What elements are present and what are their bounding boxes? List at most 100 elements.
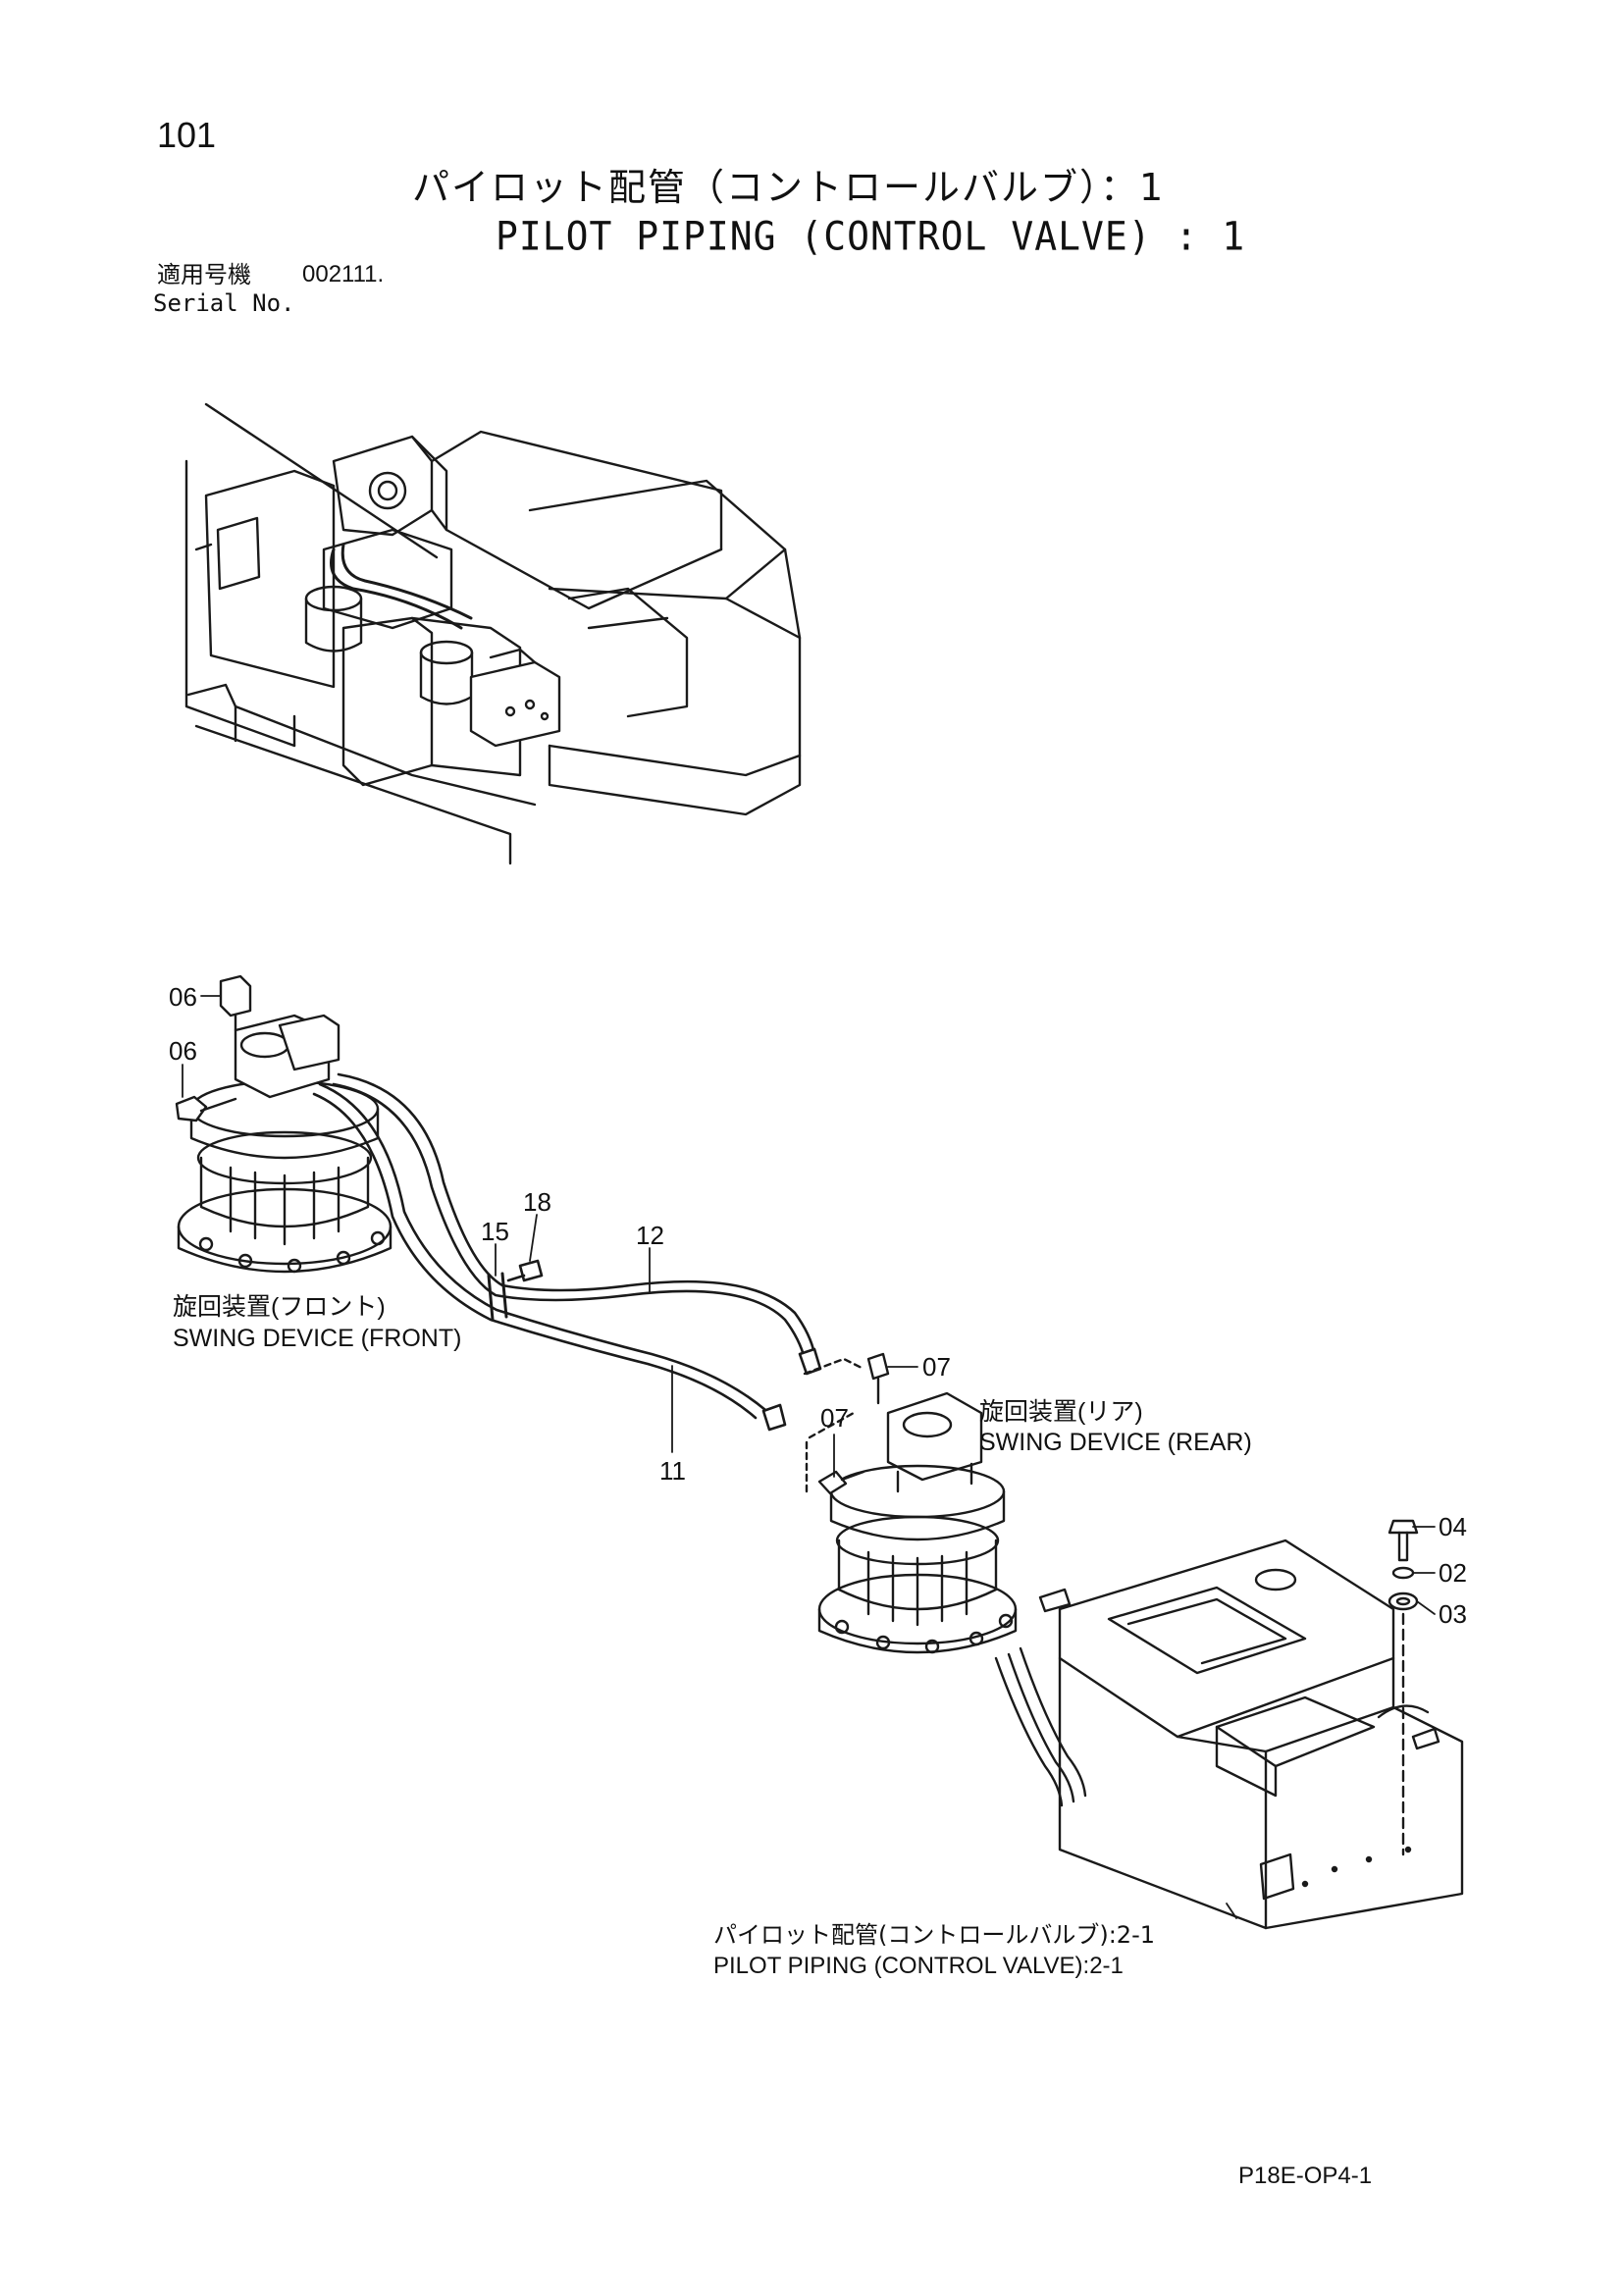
reference-caption-en: PILOT PIPING (CONTROL VALVE):2-1 <box>713 1953 1124 1979</box>
cover-bracket <box>1259 1852 1295 1901</box>
swing-device-front-label-jp: 旋回装置(フロント) <box>173 1293 386 1321</box>
cover-top <box>1058 1539 1395 1739</box>
bolt-04-shank <box>1397 1531 1409 1562</box>
callout-03: 03 <box>1439 1599 1467 1629</box>
cab-box <box>204 469 336 689</box>
front-valve-block <box>278 1014 340 1071</box>
connection-dashed-3 <box>808 1411 856 1439</box>
fitting-06-left <box>175 1095 208 1122</box>
front-base-edge <box>177 1225 393 1274</box>
callout-15: 15 <box>481 1217 509 1246</box>
callout-12: 12 <box>636 1221 664 1250</box>
swing-device-front-label-en: SWING DEVICE (FRONT) <box>173 1325 462 1352</box>
cover-dot-2 <box>1331 1865 1338 1873</box>
cover-side-wall <box>1264 1705 1464 1930</box>
counterweight-top <box>528 479 787 600</box>
rear-bolt-5 <box>998 1613 1014 1629</box>
page-code: P18E-OP4-1 <box>1238 2163 1373 2189</box>
hose-12-a <box>332 1082 807 1361</box>
cover-dot-3 <box>1365 1855 1373 1863</box>
front-bolt-5 <box>370 1230 386 1246</box>
washer-02 <box>1391 1566 1415 1580</box>
rear-motor-cap <box>902 1411 953 1438</box>
callout-02: 02 <box>1439 1558 1467 1588</box>
rear-base-edge <box>817 1607 1018 1654</box>
cover-edge-1 <box>1377 1704 1430 1719</box>
cab-window <box>216 516 261 591</box>
callout-06-top: 06 <box>169 982 197 1012</box>
callout-18: 18 <box>523 1187 551 1217</box>
fitting-06-top <box>219 974 252 1018</box>
hose-11-end-fitting <box>761 1403 787 1432</box>
rear-motor-neck <box>896 1462 973 1493</box>
counterweight-step <box>587 616 669 630</box>
swing-motor-overview-2 <box>419 640 474 665</box>
bracket-rib <box>410 435 448 532</box>
rear-bolt-4 <box>969 1631 984 1646</box>
ref-hose-2 <box>1007 1652 1075 1803</box>
ref-hose-1 <box>994 1656 1064 1807</box>
callout-07-upper: 07 <box>922 1352 951 1382</box>
rear-bolt-1 <box>834 1619 850 1635</box>
hose-11-a <box>312 1092 758 1420</box>
bottom-rail-2 <box>194 724 512 865</box>
hose-clamp-15 <box>487 1272 508 1322</box>
serial-label-english: Serial No. <box>153 289 295 317</box>
callout-11: 11 <box>659 1456 686 1486</box>
swing-device-rear <box>803 1352 1018 1654</box>
rear-bolt-2 <box>875 1635 891 1650</box>
cover-box <box>1038 1519 1464 1930</box>
counterweight-face <box>548 587 802 777</box>
cover-inner-frame <box>1215 1696 1376 1768</box>
title-japanese: パイロット配管（コントロールバルブ）：1 <box>412 166 1166 209</box>
fitting-06-left-stem <box>199 1097 237 1113</box>
cover-opening <box>1107 1586 1307 1675</box>
control-valve-block <box>469 660 561 748</box>
hose-overview-1 <box>330 548 463 630</box>
callout-06-left: 06 <box>169 1036 197 1066</box>
rear-bolt-3 <box>924 1639 940 1654</box>
washer-03 <box>1387 1592 1419 1611</box>
leader-ref <box>1226 1903 1237 1919</box>
ref-hose-3 <box>1019 1646 1087 1798</box>
front-bolt-2 <box>237 1253 253 1269</box>
cover-tab-left <box>1038 1588 1072 1613</box>
cover-hole <box>1254 1568 1297 1592</box>
cab-inner-line <box>194 543 213 551</box>
bolt-18 <box>518 1259 544 1282</box>
leader-03 <box>1416 1600 1436 1615</box>
counterweight-bottom <box>548 744 802 816</box>
page-number: 101 <box>157 115 217 155</box>
cover-dot-4 <box>1404 1846 1412 1853</box>
deck-top <box>430 430 723 551</box>
leader-lines <box>182 995 1436 1919</box>
fitting-07-lower <box>817 1470 848 1495</box>
callout-07-lower: 07 <box>820 1403 849 1433</box>
reference-caption-jp: パイロット配管(コントロールバルブ):2-1 <box>713 1921 1156 1949</box>
washer-03-inner <box>1395 1596 1411 1606</box>
cover-dot-1 <box>1301 1880 1309 1888</box>
bolt-04-head <box>1387 1519 1419 1535</box>
hose-overview-2 <box>340 543 473 620</box>
frame-left-body <box>184 459 296 748</box>
swing-device-rear-label-jp: 旋回装置(リア) <box>979 1398 1143 1426</box>
cover-inner-shelf <box>1215 1725 1278 1798</box>
hose-11-b <box>318 1082 767 1412</box>
tank-box-2 <box>410 616 522 777</box>
tank-box <box>341 616 434 787</box>
swing-motor-overview-1-body <box>304 597 363 652</box>
serial-value: 002111. <box>302 261 385 287</box>
pilot-hoses <box>312 1072 822 1432</box>
swing-device-rear-label-en: SWING DEVICE (REAR) <box>979 1429 1252 1456</box>
front-flange-body <box>189 1107 380 1160</box>
front-bolt-1 <box>198 1236 214 1252</box>
connection-dashed-1 <box>803 1357 865 1376</box>
rear-flange-body <box>829 1489 1006 1541</box>
counterweight-notch <box>567 587 689 718</box>
callout-04: 04 <box>1439 1512 1467 1541</box>
fitting-07-lower-stem <box>840 1470 865 1482</box>
hose-12-b <box>337 1072 816 1356</box>
valve-port-3 <box>540 711 550 721</box>
title-english: PILOT PIPING (CONTROL VALVE) : 1 <box>496 213 1246 260</box>
machine-overview <box>184 402 802 865</box>
